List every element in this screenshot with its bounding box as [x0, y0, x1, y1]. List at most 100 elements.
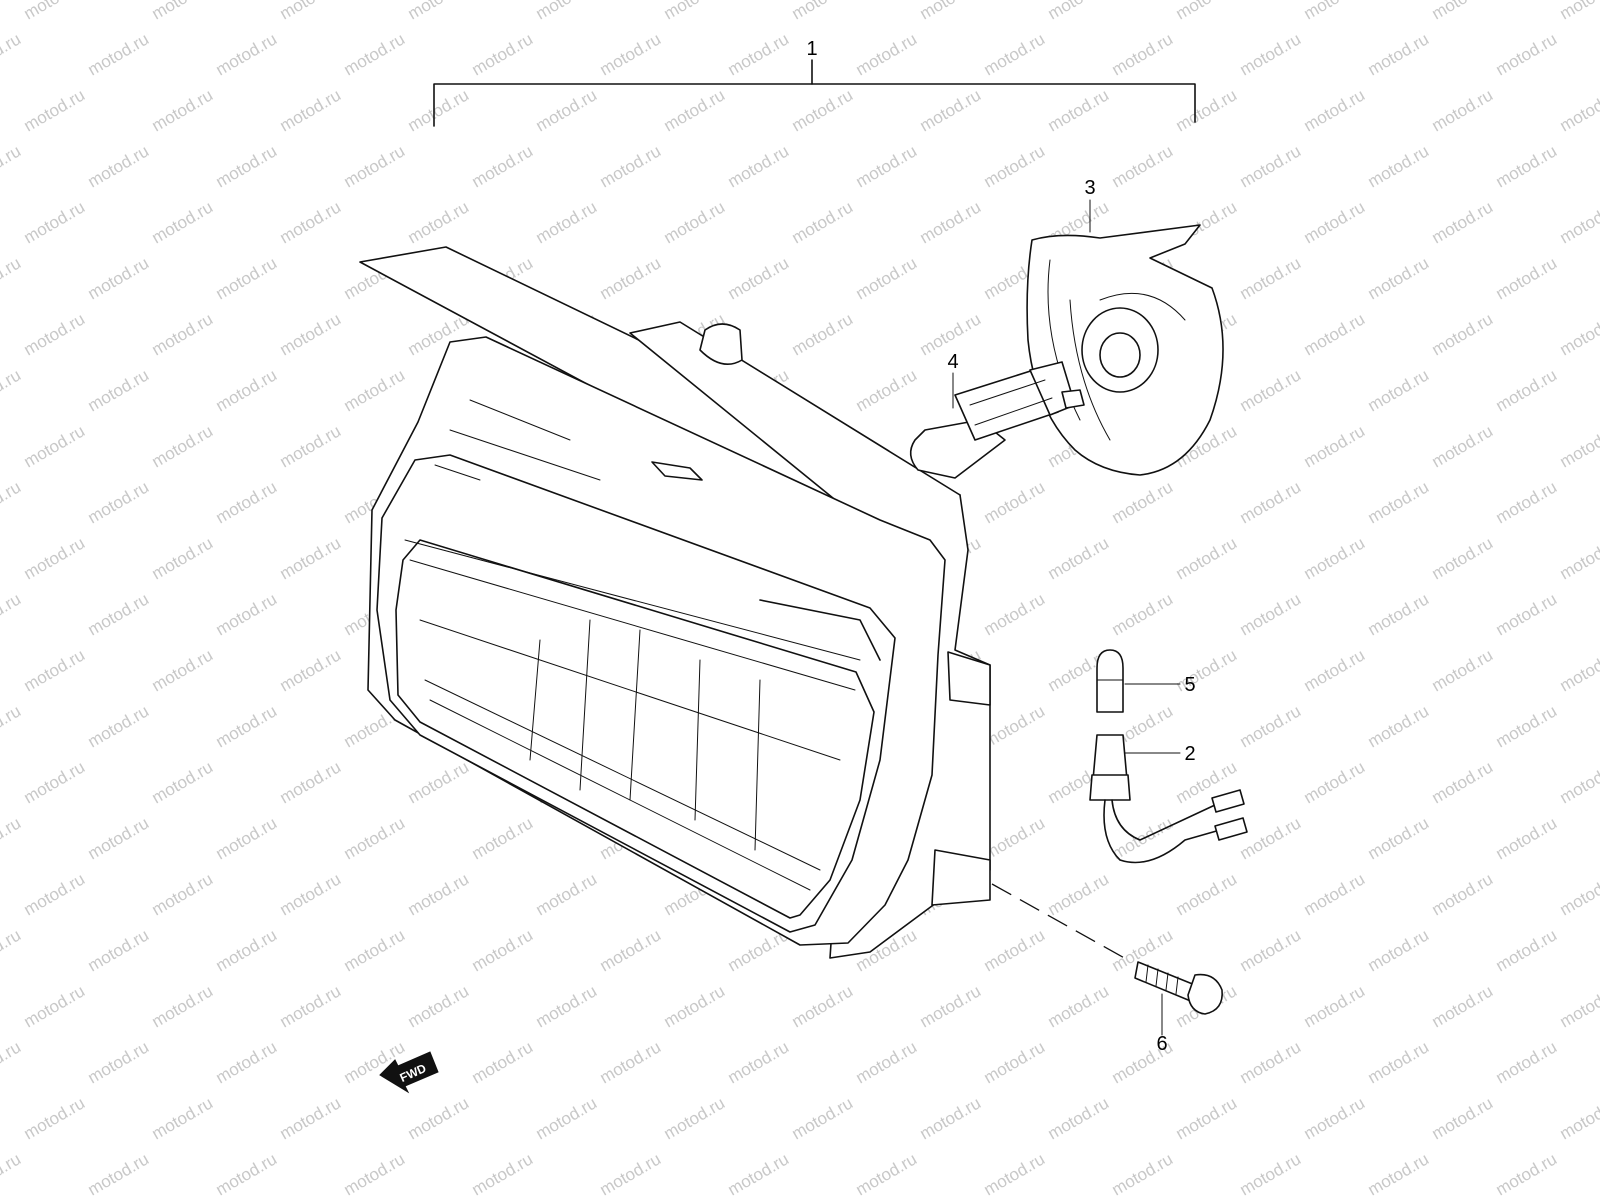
watermark-text: motod.ru: [1493, 813, 1561, 863]
watermark-text: motod.ru: [0, 141, 24, 191]
watermark-text: motod.ru: [597, 1037, 665, 1087]
watermark-text: motod.ru: [0, 29, 24, 79]
watermark-text: motod.ru: [1557, 869, 1600, 919]
watermark-text: motod.ru: [0, 701, 24, 751]
watermark-text: motod.ru: [341, 813, 409, 863]
watermark-text: motod.ru: [149, 869, 217, 919]
watermark-text: motod.ru: [277, 85, 345, 135]
watermark-text: motod.ru: [0, 589, 24, 639]
watermark-text: motod.ru: [0, 365, 24, 415]
watermark-text: motod.ru: [1429, 309, 1497, 359]
watermark-text: motod.ru: [1301, 869, 1369, 919]
watermark-text: motod.ru: [1301, 421, 1369, 471]
halogen-bulb: [909, 361, 1085, 479]
watermark-text: motod.ru: [1365, 365, 1433, 415]
watermark-text: motod.ru: [725, 141, 793, 191]
pilot-bulb: [1096, 649, 1124, 713]
watermark-text: motod.ru: [1429, 981, 1497, 1031]
watermark-text: motod.ru: [1557, 757, 1600, 807]
watermark-text: motod.ru: [1365, 925, 1433, 975]
watermark-text: motod.ru: [1493, 1149, 1561, 1199]
watermark-text: motod.ru: [405, 197, 473, 247]
watermark-text: motod.ru: [1557, 421, 1600, 471]
watermark-text: motod.ru: [1237, 701, 1305, 751]
watermark-text: motod.ru: [1493, 925, 1561, 975]
callout-1: 1: [806, 38, 817, 60]
watermark-text: motod.ru: [277, 197, 345, 247]
watermark-text: motod.ru: [1429, 197, 1497, 247]
watermark-text: motod.ru: [469, 1149, 537, 1199]
watermark-text: motod.ru: [1365, 1149, 1433, 1199]
watermark-text: motod.ru: [1045, 0, 1113, 23]
forward-arrow-icon: [379, 1051, 439, 1094]
watermark-text: motod.ru: [1237, 925, 1305, 975]
watermark-text: motod.ru: [1045, 1093, 1113, 1143]
watermark-text: motod.ru: [789, 85, 857, 135]
watermark-text: motod.ru: [277, 309, 345, 359]
watermark-text: motod.ru: [1493, 701, 1561, 751]
watermark-text: motod.ru: [597, 141, 665, 191]
watermark-text: motod.ru: [853, 1149, 921, 1199]
watermark-text: motod.ru: [213, 1037, 281, 1087]
watermark-text: motod.ru: [85, 813, 153, 863]
watermark-text: motod.ru: [1173, 85, 1241, 135]
callout-4: 4: [947, 351, 958, 373]
watermark-text: motod.ru: [981, 1149, 1049, 1199]
watermark-text: motod.ru: [0, 925, 24, 975]
watermark-text: motod.ru: [853, 141, 921, 191]
watermark-text: motod.ru: [1173, 869, 1241, 919]
callout-5: 5: [1184, 674, 1195, 696]
watermark-text: motod.ru: [85, 365, 153, 415]
watermark-text: motod.ru: [853, 365, 921, 415]
watermark-text: motod.ru: [1557, 309, 1600, 359]
watermark-text: motod.ru: [149, 0, 217, 23]
watermark-text: motod.ru: [789, 1093, 857, 1143]
watermark-text: motod.ru: [85, 141, 153, 191]
watermark-text: motod.ru: [21, 757, 89, 807]
watermark-text: motod.ru: [1365, 701, 1433, 751]
watermark-text: motod.ru: [405, 981, 473, 1031]
watermark-text: motod.ru: [1429, 1093, 1497, 1143]
watermark-text: motod.ru: [469, 29, 537, 79]
watermark-text: motod.ru: [469, 925, 537, 975]
watermark-text: motod.ru: [1365, 589, 1433, 639]
watermark-text: motod.ru: [597, 1149, 665, 1199]
watermark-text: motod.ru: [1557, 197, 1600, 247]
watermark-text: motod.ru: [21, 1093, 89, 1143]
watermark-text: motod.ru: [21, 869, 89, 919]
leader-lines: [952, 199, 1181, 1036]
watermark-text: motod.ru: [1301, 1093, 1369, 1143]
watermark-text: motod.ru: [1493, 141, 1561, 191]
watermark-text: motod.ru: [1301, 85, 1369, 135]
watermark-text: motod.ru: [1429, 85, 1497, 135]
watermark-text: motod.ru: [1173, 0, 1241, 23]
watermark-text: motod.ru: [1301, 981, 1369, 1031]
fwd-direction-badge: FWD: [379, 1051, 439, 1094]
watermark-text: motod.ru: [1365, 29, 1433, 79]
watermark-text: motod.ru: [405, 0, 473, 23]
watermark-text: motod.ru: [149, 981, 217, 1031]
watermark-text: motod.ru: [213, 925, 281, 975]
watermark-text: motod.ru: [85, 477, 153, 527]
watermark-text: motod.ru: [277, 645, 345, 695]
watermark-text: motod.ru: [853, 29, 921, 79]
watermark-text: motod.ru: [917, 85, 985, 135]
watermark-text: motod.ru: [533, 85, 601, 135]
watermark-text: motod.ru: [277, 757, 345, 807]
watermark-text: motod.ru: [661, 0, 729, 23]
watermark-text: motod.ru: [1237, 1037, 1305, 1087]
watermark-text: motod.ru: [981, 589, 1049, 639]
watermark-text: motod.ru: [149, 309, 217, 359]
watermark-text: motod.ru: [149, 421, 217, 471]
callout-2: 2: [1184, 743, 1195, 765]
watermark-text: motod.ru: [1493, 1037, 1561, 1087]
watermark-text: motod.ru: [597, 925, 665, 975]
assembly-bracket: [433, 59, 1196, 127]
watermark-text: motod.ru: [85, 589, 153, 639]
watermark-text: motod.ru: [469, 141, 537, 191]
watermark-text: motod.ru: [725, 1149, 793, 1199]
watermark-text: motod.ru: [213, 701, 281, 751]
watermark-text: motod.ru: [1109, 141, 1177, 191]
watermark-text: motod.ru: [1557, 981, 1600, 1031]
watermark-text: motod.ru: [1109, 477, 1177, 527]
